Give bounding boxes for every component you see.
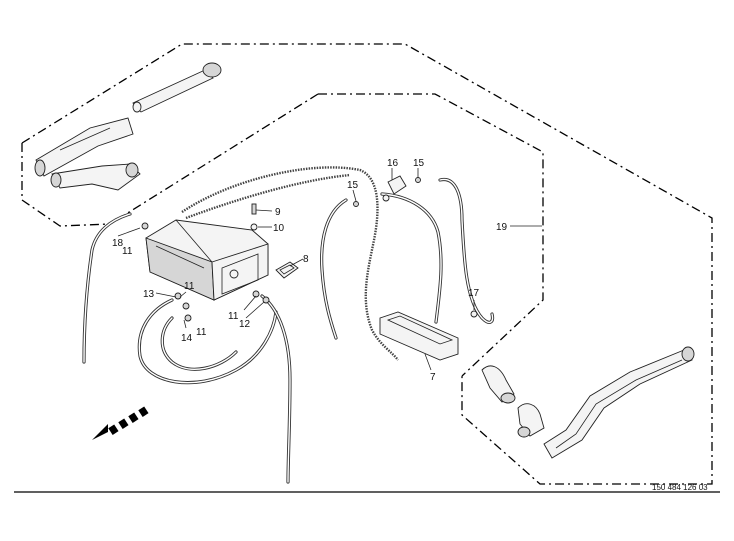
callout-15-b: 15 (413, 158, 425, 169)
callout-11-a: 11 (122, 246, 133, 257)
callout-16: 16 (387, 158, 399, 169)
hose-center-long (260, 294, 292, 484)
callout-18: 18 (112, 238, 124, 249)
hose-right-far (438, 177, 495, 324)
callout-11-d: 11 (228, 311, 239, 322)
duct-lower-bend (50, 162, 141, 191)
callout-8: 8 (303, 254, 309, 265)
hose-right-upper (380, 192, 443, 324)
outer-group-boundary (21, 43, 713, 485)
valve-16 (382, 175, 407, 202)
inner-group-boundary-top (109, 93, 319, 225)
callout-19: 19 (496, 222, 508, 233)
duct-middle-bend (34, 117, 134, 177)
rail-7 (379, 311, 459, 361)
callout-11-c: 11 (196, 327, 207, 338)
duct-upper-straight (132, 62, 222, 113)
callout-12: 12 (239, 319, 251, 330)
outer-group-boundary-left (21, 143, 111, 227)
callout-9: 9 (275, 207, 281, 218)
callout-11-b: 11 (184, 281, 195, 292)
fasteners (141, 177, 478, 322)
forward-direction-arrow-icon (92, 406, 149, 440)
bracket-8 (275, 261, 299, 279)
callout-10: 10 (273, 223, 285, 234)
callout-17: 17 (468, 288, 480, 299)
duct-elbow-lower (517, 403, 545, 438)
duct-long-lower-right (543, 346, 695, 459)
leader-lines (117, 168, 542, 371)
callout-15-a: 15 (347, 180, 359, 191)
document-number: 150 484 126 03 (652, 483, 708, 492)
hose-loop-lower (137, 298, 278, 385)
inner-group-boundary (318, 93, 544, 377)
callout-7: 7 (430, 372, 436, 383)
hose-left-vertical (82, 212, 132, 364)
heater-unit (145, 219, 269, 301)
hose-loop-inner (160, 316, 238, 371)
corrugated-hose-branch (185, 173, 351, 220)
callout-14: 14 (181, 333, 193, 344)
duct-elbow-upper (481, 365, 516, 404)
hose-center-upper (320, 198, 348, 340)
callout-13: 13 (143, 289, 155, 300)
corrugated-hose (181, 166, 399, 361)
